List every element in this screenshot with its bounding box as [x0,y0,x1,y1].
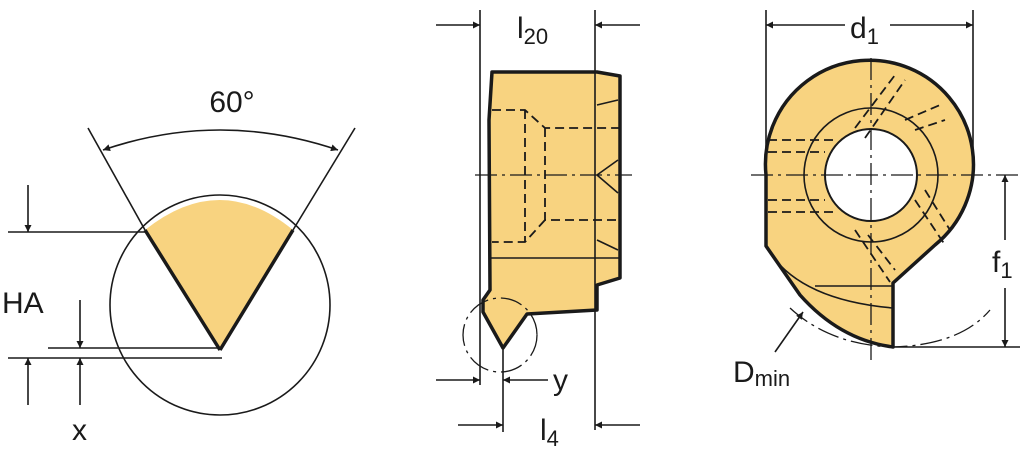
angle-label: 60° [209,86,254,119]
front-view: d1 f1 Dmin [733,10,1020,391]
l4-sub: 4 [547,426,559,451]
x-label: x [72,414,87,447]
dmin-label: Dmin [733,356,790,391]
tip-detail-circle [462,297,538,373]
angle-extension-right [292,127,356,231]
ha-label: HA [2,287,44,320]
y-label: y [553,364,568,397]
profile-view: 60° HA x [2,86,356,447]
l4-label: l4 [540,414,559,451]
side-view: l20 y l4 [436,10,640,451]
f1-sub: 1 [1000,258,1012,283]
insert-body [481,70,622,350]
chamfer-lines [596,99,619,251]
f1-main: f [992,246,1001,279]
angle-dimension-arc [102,129,339,152]
hidden-screw-lines [768,139,835,213]
insert-circle [109,194,331,416]
relief-curve [767,249,894,309]
wedge-edge-left [143,229,222,351]
angle-extension-left [87,127,146,231]
dmin-sub: min [755,366,790,391]
l20-sub: 20 [524,24,548,49]
hidden-angled-lines [854,74,951,283]
d1-main: d [850,12,867,45]
l4-main: l [540,414,547,447]
d1-label: d1 [850,12,879,49]
f1-label: f1 [992,246,1013,283]
wedge-edge-right [218,229,295,351]
l20-label: l20 [517,12,548,49]
profile-wedge [145,200,293,350]
l20-main: l [517,12,524,45]
dmin-main: D [733,356,755,389]
dmin-leader-arrow [774,311,804,353]
hidden-bore-lines [492,109,620,243]
d1-sub: 1 [867,24,879,49]
